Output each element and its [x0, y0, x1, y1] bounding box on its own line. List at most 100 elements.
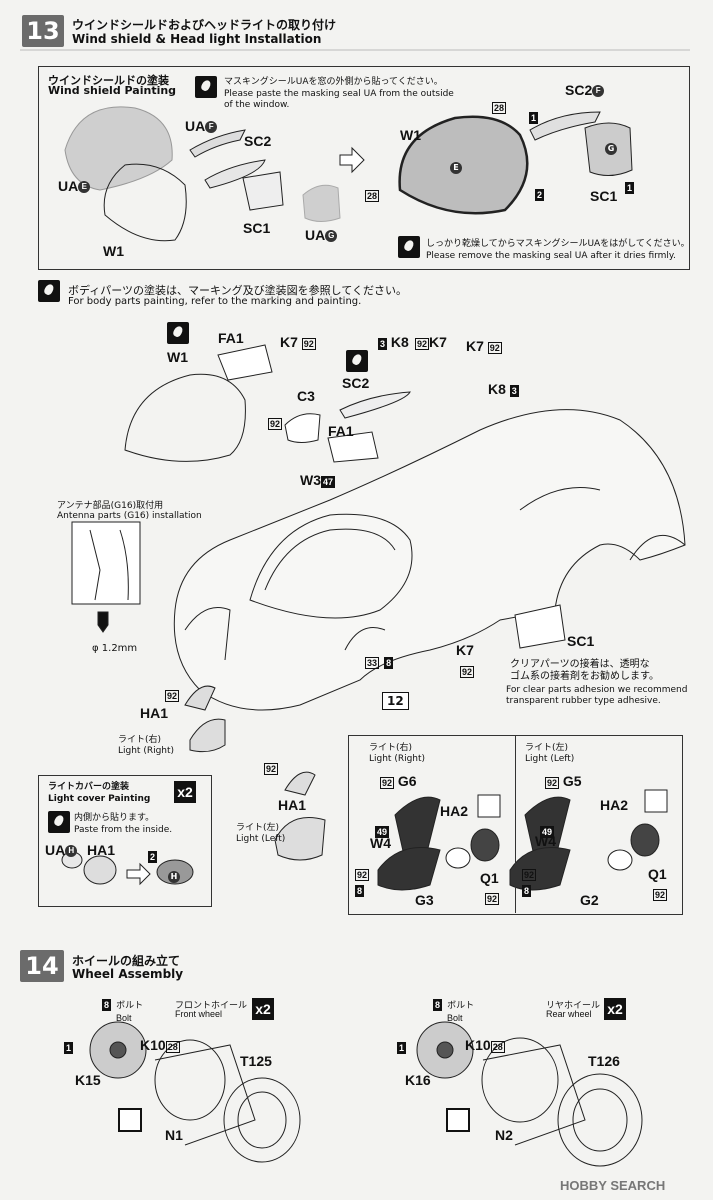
part-num-49-left: 49: [540, 826, 555, 838]
part-num-49-right: 49: [375, 826, 390, 838]
rear-wheel-title-en: Rear wheel: [546, 1009, 592, 1019]
part-num-1-rear: 1: [397, 1042, 407, 1054]
step-13-title-jp: ウインドシールドおよびヘッドライトの取り付け: [72, 18, 337, 32]
part-num-92-ha1a: 92: [165, 690, 180, 702]
label-sc1-right: SC1: [590, 188, 618, 204]
label-w1-right: W1: [400, 127, 421, 143]
glue-icon-rear: [446, 1108, 470, 1132]
quantity-x2: x2: [174, 781, 196, 803]
label-q1-left: Q1: [648, 866, 667, 882]
part-num-92-c3: 92: [268, 418, 283, 430]
antenna-note-en: Antenna parts (G16) installation: [57, 511, 202, 521]
label-sc2-left: SC2: [244, 133, 272, 149]
part-num-2: 2: [535, 189, 545, 201]
paste-inside-note-en: Paste from the inside.: [74, 825, 173, 835]
label-ha1-a: HA1: [140, 705, 169, 721]
part-num-28-top: 28: [492, 102, 507, 114]
label-g3: G3: [415, 892, 434, 908]
clear-parts-note-en-2: transparent rubber type adhesive.: [506, 696, 661, 706]
light-cover-title-jp: ライトカバーの塗装: [48, 782, 130, 792]
light-left-label-jp: ライト(左): [236, 823, 280, 833]
label-w4-right: W4: [370, 835, 391, 851]
masking-note-en-1: Please paste the masking seal UA from th…: [224, 89, 454, 99]
lights-left-title-jp: ライト(左): [525, 743, 569, 753]
light-cover-painting-box: [38, 775, 212, 907]
light-left-label-en: Light (Left): [236, 834, 286, 844]
label-t126: T126: [588, 1053, 620, 1069]
label-sc1-body: SC1: [567, 633, 595, 649]
part-num-92-q1-right: 92: [485, 893, 500, 905]
label-ha1-cover: HA1: [87, 842, 116, 858]
light-cover-title-en: Light cover Painting: [48, 794, 151, 804]
front-quantity-x2: x2: [252, 998, 274, 1020]
label-q1-right: Q1: [480, 870, 499, 886]
label-k7-c: K7 92: [466, 338, 502, 354]
label-k15: K15: [75, 1072, 101, 1088]
body-painting-note-jp: ボディパーツの塗装は、マーキング及び塗装図を参照してください。: [68, 284, 408, 297]
lights-right-title-jp: ライト(右): [369, 743, 413, 753]
step-number-14: 14: [20, 950, 64, 982]
lights-right-title-en: Light (Right): [369, 754, 426, 764]
label-w1-body: W1: [167, 349, 188, 365]
light-right-label-en: Light (Right): [118, 746, 175, 756]
paint-icon: [398, 236, 420, 258]
rear-quantity-x2: x2: [604, 998, 626, 1020]
label-g2: G2: [580, 892, 599, 908]
remove-seal-note-en: Please remove the masking seal UA after …: [426, 251, 676, 261]
rear-wheel-title-jp: リヤホイール: [546, 1000, 601, 1010]
front-wheel-title-en: Front wheel: [175, 1009, 223, 1019]
part-num-1-right: 1: [625, 182, 635, 194]
windshield-painting-title-en: Wind shield Painting: [48, 84, 177, 97]
part-num-2-cover: 2: [148, 851, 158, 863]
clear-parts-note-en-1: For clear parts adhesion we recommend: [506, 685, 688, 695]
label-n2: N2: [495, 1127, 513, 1143]
paint-icon: [48, 811, 70, 833]
mark-g: G: [605, 138, 617, 157]
part-num-1-front: 1: [64, 1042, 74, 1054]
label-w1-left: W1: [103, 243, 124, 259]
glue-icon-front: [118, 1108, 142, 1132]
windshield-painting-title-jp: ウインドシールドの塗装: [48, 74, 169, 87]
clear-parts-note-jp-2: ゴム系の接着剤をお勧めします。: [510, 671, 659, 682]
part-num-33-8: 33 8: [365, 657, 394, 669]
mark-e: E: [450, 157, 462, 176]
label-fa1-top: FA1: [218, 330, 244, 346]
light-right-label-jp: ライト(右): [118, 735, 162, 745]
lights-divider: [515, 735, 516, 913]
paint-icon: [167, 322, 189, 344]
part-num-92-q1-left: 92: [653, 889, 668, 901]
label-n1: N1: [165, 1127, 183, 1143]
label-ha1-b: HA1: [278, 797, 307, 813]
step-number-13: 13: [22, 15, 64, 47]
clear-parts-note-jp-1: クリアパーツの接着は、透明な: [510, 659, 650, 670]
step-14-title-jp: ホイールの組み立て: [72, 954, 181, 968]
label-w4-left: W4: [535, 833, 556, 849]
label-ha2-right: HA2: [440, 803, 469, 819]
remove-seal-note-jp: しっかり乾燥してからマスキングシールUAをはがしてください。: [426, 239, 690, 249]
part-num-92-ha1b: 92: [264, 763, 279, 775]
label-fa1-lower: FA1: [328, 423, 354, 439]
label-c3: C3: [297, 388, 315, 404]
hobby-search-watermark: HOBBY SEARCH: [560, 1178, 666, 1193]
paste-inside-note-jp: 内側から貼ります。: [74, 813, 155, 823]
part-num-92-k7d: 92: [460, 666, 475, 678]
label-k8-a: 3 K8: [378, 334, 409, 350]
label-sc2-body: SC2: [342, 375, 370, 391]
label-k7-a: K7 92: [280, 334, 316, 350]
part-num-1-top: 1: [529, 112, 539, 124]
label-k16: K16: [405, 1072, 431, 1088]
paint-icon: [195, 76, 217, 98]
rear-bolt-label: 8 ボルト Bolt: [433, 999, 475, 1023]
masking-note-jp: マスキングシールUAを窓の外側から貼ってください。: [224, 77, 443, 87]
label-k8-b: K8 3: [488, 381, 519, 397]
